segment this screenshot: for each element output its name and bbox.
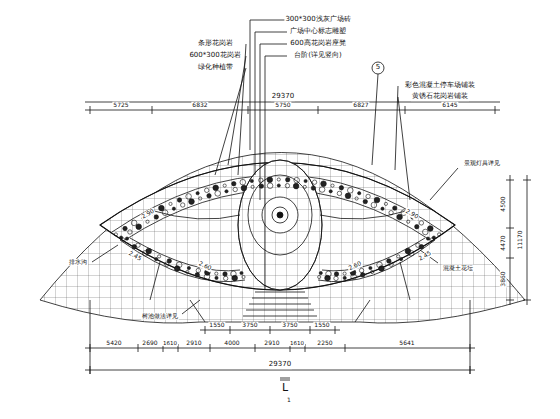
dimension-text: 2910 [263, 340, 280, 347]
dimension-text: 29370 [268, 361, 292, 369]
annotation-label: 景观灯具详见 [463, 160, 501, 167]
dimension-text: 5750 [274, 102, 291, 109]
annotation-label: 绿化种植带 [197, 64, 234, 72]
dimension-text: 1610 [162, 340, 178, 346]
dimension-text: 1610 [289, 340, 305, 346]
annotation-label: L [281, 382, 289, 394]
annotation-label: 黄锈石花岗岩铺装 [411, 93, 469, 101]
annotation-label: 树池做法详见 [141, 313, 179, 320]
dimension-text: 4470 [500, 234, 507, 251]
annotation-label: 600高花岗岩座凳 [289, 40, 346, 48]
annotation-label: 彩色混凝土停车场铺装 [404, 82, 476, 90]
dimension-text: 5725 [112, 102, 129, 109]
annotation-label: 混凝土花坛 [442, 265, 474, 272]
dimension-text: 3860 [500, 270, 507, 287]
dimension-text: 11170 [517, 229, 524, 250]
dimension-text: 1 [286, 397, 292, 404]
annotation-label: 600*300花岗岩 [188, 52, 241, 60]
dimension-text: 3750 [281, 322, 298, 329]
dimension-text: 3750 [241, 322, 258, 329]
dimension-text: 1550 [208, 322, 225, 329]
annotation-label: 条形花岗岩 [197, 40, 234, 48]
annotation-label: 台阶(详见竖向) [293, 52, 342, 60]
dimension-text: 4500 [500, 195, 507, 212]
dimension-text: 2910 [185, 340, 202, 347]
annotation-label: 排水沟 [68, 259, 88, 266]
dimension-text: 5641 [398, 340, 415, 347]
dimension-text: 1550 [313, 322, 330, 329]
annotation-label: 广场中心标志雕塑 [289, 28, 347, 36]
annotation-label: 300*300浅灰广场砖 [284, 16, 351, 24]
dimension-text: 6145 [441, 102, 458, 109]
dimension-text: 29370 [271, 93, 295, 101]
dimension-text: 5420 [105, 340, 122, 347]
dimension-text: 6827 [352, 102, 369, 109]
dimension-text: 6832 [191, 102, 208, 109]
dimension-text: 2690 [141, 340, 158, 347]
dimension-text: 4000 [223, 340, 240, 347]
dimension-text: 5 [375, 64, 381, 72]
dimension-text: 2250 [316, 340, 333, 347]
